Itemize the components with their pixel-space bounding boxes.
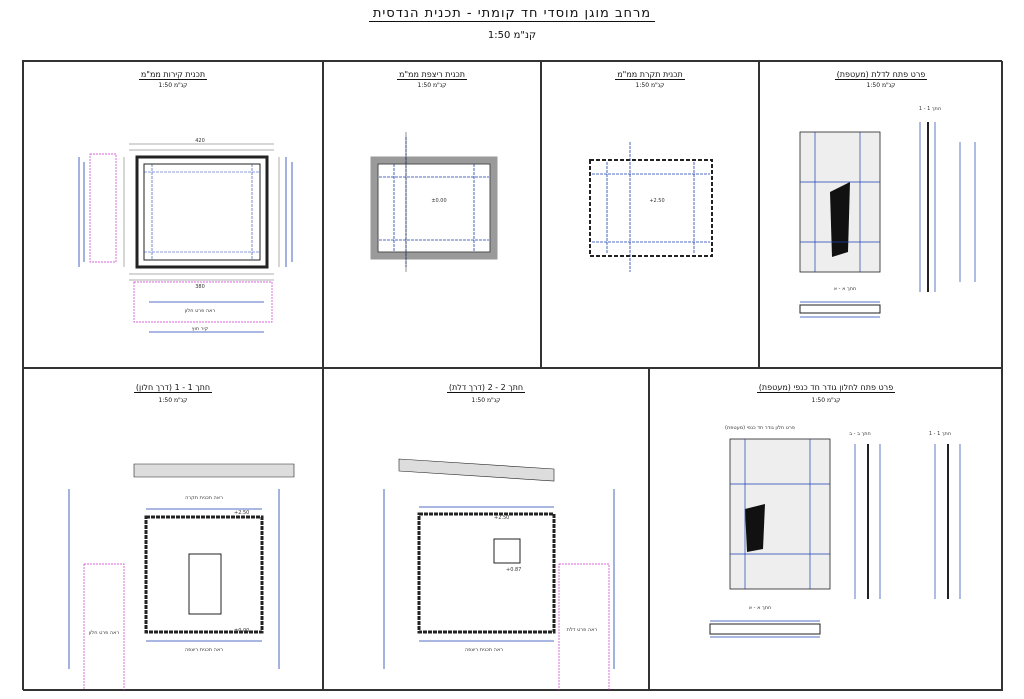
blast-window-drawing: פרט חלון גודר חד כנפי (מעטפת) חתך ב - ב … [709, 425, 961, 638]
walls-plan-drawing: 420 380 ראה פרט חלון קיר חוץ [78, 138, 293, 333]
sheet-scale: קנ"מ 1:50 [487, 30, 537, 41]
section-b-label: חתך ב - ב [849, 431, 871, 437]
see-window-label: ראה פרט חלון [89, 630, 120, 636]
panel-floor-plan: תכנית ריצפת ממ"מ קנ"מ 1:50 ±0.00 [323, 61, 541, 368]
level-mid-label: +0.87 [506, 567, 521, 573]
ceiling-plan-drawing: +2.50 [589, 142, 713, 272]
see-floor-label: ראה תכנית ריצפה [185, 647, 223, 653]
panel-title: פרט פתח לדלת (מעטפת) [834, 70, 928, 80]
panel-title: פרט פתח לחלון גודר חד כנפי (מעטפת) [756, 383, 896, 393]
sheet-title: מרחב מוגן מוסדי חד קומתי - תכנית הנדסית [0, 6, 1024, 22]
see-door-label: ראה פרט דלת [567, 627, 598, 633]
level-top-label: +2.50 [494, 515, 509, 521]
section-a-label: חתך א - א [749, 605, 772, 611]
see-floor-label: ראה תכנית ריצפה [465, 647, 503, 653]
panel-section-1: חתך 1 - 1 (דרך חלון) קנ"מ 1:50 +2.50 ±0.… [23, 368, 323, 691]
panel-title: תכנית ריצפת ממ"מ [396, 70, 468, 80]
see-window-label: ראה פרט חלון [185, 308, 216, 314]
level-zero-label: ±0.00 [234, 628, 249, 634]
window-detail-drawing: חתך 1 - 1 חתך א - א [799, 106, 976, 318]
panel-ceiling-plan: תכנית תקרת ממ"מ קנ"מ 1:50 +2.50 [541, 61, 759, 368]
drawing-frame: תכנית קירות ממ"מ קנ"מ 1:50 [22, 60, 1003, 691]
ceiling-level-label: +2.50 [649, 198, 664, 204]
section-1-drawing: +2.50 ±0.00 ראה תכנית תקרה ראה תכנית ריצ… [68, 463, 295, 690]
panel-title: תכנית תקרת ממ"מ [615, 70, 685, 80]
panel-scale: קנ"מ 1:50 [158, 397, 188, 404]
panel-title: חתך 2 - 2 (דרך דלת) [446, 383, 526, 393]
floor-level-label: ±0.00 [431, 198, 446, 204]
detail-callout-box [133, 281, 273, 323]
floor-plan-drawing: ±0.00 [370, 132, 498, 272]
section-1-label: חתך 1 - 1 [919, 106, 941, 112]
window-detail-note: פרט חלון גודר חד כנפי (מעטפת) [725, 425, 795, 431]
panel-scale: קנ"מ 1:50 [417, 82, 447, 89]
panel-scale: קנ"מ 1:50 [158, 82, 188, 89]
see-ceiling-label: ראה תכנית תקרה [185, 495, 223, 501]
dim-inner-label: 380 [195, 284, 205, 290]
outer-wall-label: קיר חוץ [192, 326, 209, 332]
panel-blast-window-detail: פרט פתח לחלון גודר חד כנפי (מעטפת) קנ"מ … [649, 368, 1003, 691]
section-2-drawing: +2.50 +0.87 ראה תכנית ריצפה ראה פרט דלת [383, 458, 615, 690]
level-top-label: +2.50 [234, 510, 249, 516]
panel-scale: קנ"מ 1:50 [866, 82, 896, 89]
window-callout-box [89, 153, 117, 263]
section-a-label: חתך א - א [834, 286, 857, 292]
panel-section-2: חתך 2 - 2 (דרך דלת) קנ"מ 1:50 +2.50 +0.8… [323, 368, 649, 691]
panel-scale: קנ"מ 1:50 [471, 397, 501, 404]
panel-scale: קנ"מ 1:50 [635, 82, 665, 89]
section-1-label: חתך 1 - 1 [929, 431, 951, 437]
panel-walls-plan: תכנית קירות ממ"מ קנ"מ 1:50 [23, 61, 323, 368]
walls-outline [135, 155, 269, 269]
panel-scale: קנ"מ 1:50 [811, 397, 841, 404]
dimension-lines [123, 143, 280, 281]
dim-width-label: 420 [195, 138, 205, 144]
panel-window-detail: פרט פתח לדלת (מעטפת) קנ"מ 1:50 חתך 1 - 1… [759, 61, 1003, 368]
panel-title: חתך 1 - 1 (דרך חלון) [133, 383, 213, 393]
panel-title: תכנית קירות ממ"מ [138, 70, 208, 80]
